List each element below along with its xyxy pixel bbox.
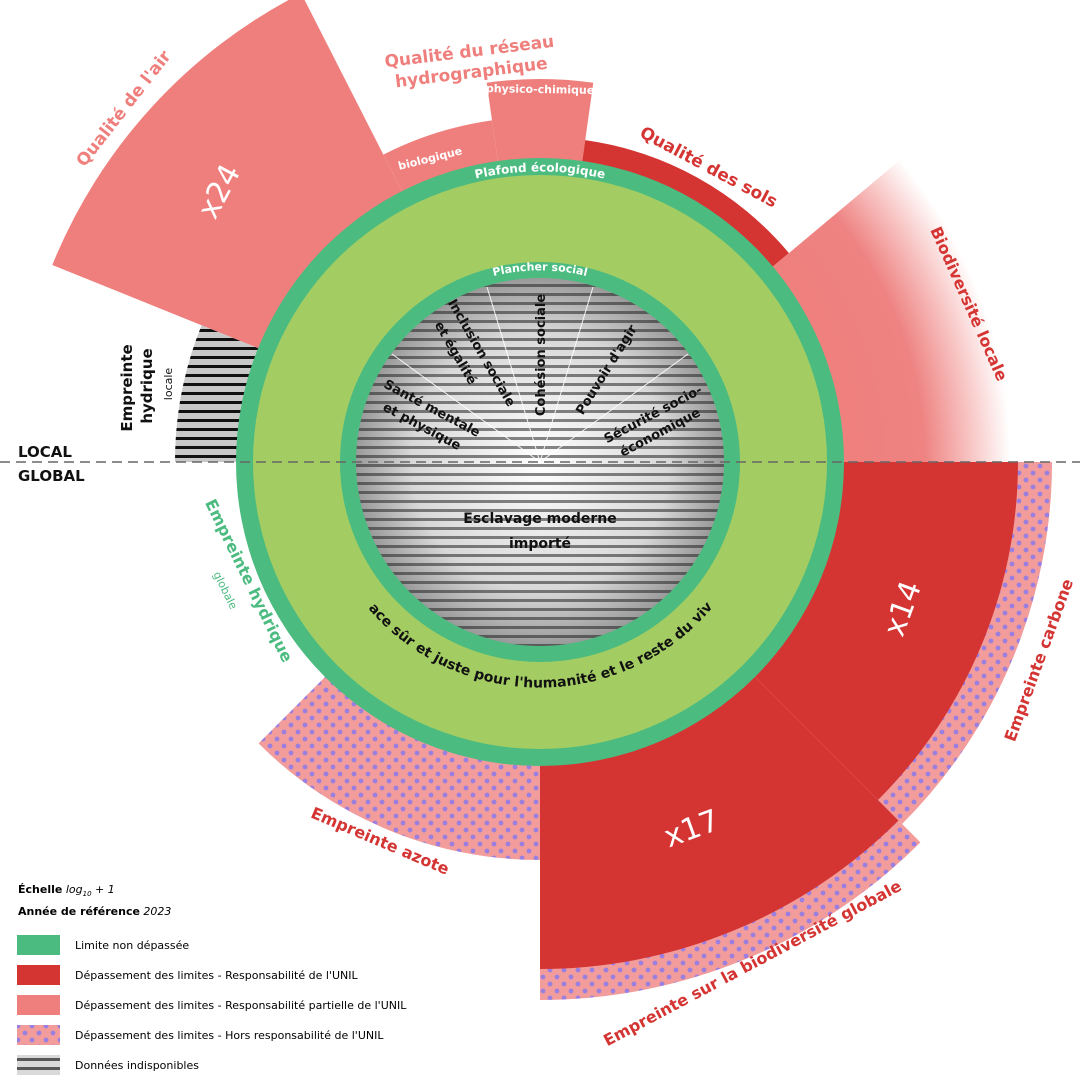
- legend-swatch-green: [17, 935, 60, 955]
- floor-label: Plancher social: [491, 260, 589, 279]
- legend-swatch-red: [17, 965, 60, 985]
- slavery-label-1: Esclavage moderne: [463, 511, 617, 527]
- slavery-label-2: importé: [509, 536, 571, 552]
- water-network-physchem-label: physico-chimique: [486, 82, 595, 97]
- legend-item-label: Dépassement des limites - Hors responsab…: [75, 1029, 384, 1042]
- wedge-global-biodiversity[interactable]: [540, 674, 899, 969]
- legend-swatch-pink: [17, 995, 60, 1015]
- global-label: GLOBAL: [18, 467, 85, 485]
- wedge-water-network-biological[interactable]: [383, 120, 499, 195]
- legend: Échelle log10 + 1 Année de référence 202…: [17, 883, 407, 1075]
- water-local-label-1: Empreinte: [118, 344, 136, 431]
- wedge-nitrogen[interactable]: [258, 674, 540, 860]
- legend-item-label: Données indisponibles: [75, 1059, 199, 1072]
- ceiling-label: Plafond écologique: [473, 160, 606, 181]
- local-label: LOCAL: [18, 443, 72, 461]
- legend-swatch-dotted: [17, 1025, 60, 1045]
- legend-swatch-striped: [17, 1055, 60, 1075]
- wedge-soil-quality[interactable]: [581, 140, 789, 270]
- social-dividers: [391, 286, 689, 463]
- legend-item-label: Dépassement des limites - Responsabilité…: [75, 969, 358, 982]
- legend-year: Année de référence 2023: [18, 905, 171, 918]
- social-cohesion: Cohésion sociale: [534, 294, 549, 417]
- wedge-water-network-physchem[interactable]: [486, 78, 594, 165]
- water-global-sub: globale: [210, 569, 239, 611]
- legend-scale: Échelle log10 + 1: [18, 883, 115, 898]
- legend-item-label: Dépassement des limites - Responsabilité…: [75, 999, 407, 1012]
- legend-item-label: Limite non dépassée: [75, 939, 189, 952]
- water-local-sub: locale: [162, 368, 175, 401]
- water-local-label-2: hydrique: [138, 348, 156, 423]
- wedge-carbon[interactable]: [752, 462, 1018, 800]
